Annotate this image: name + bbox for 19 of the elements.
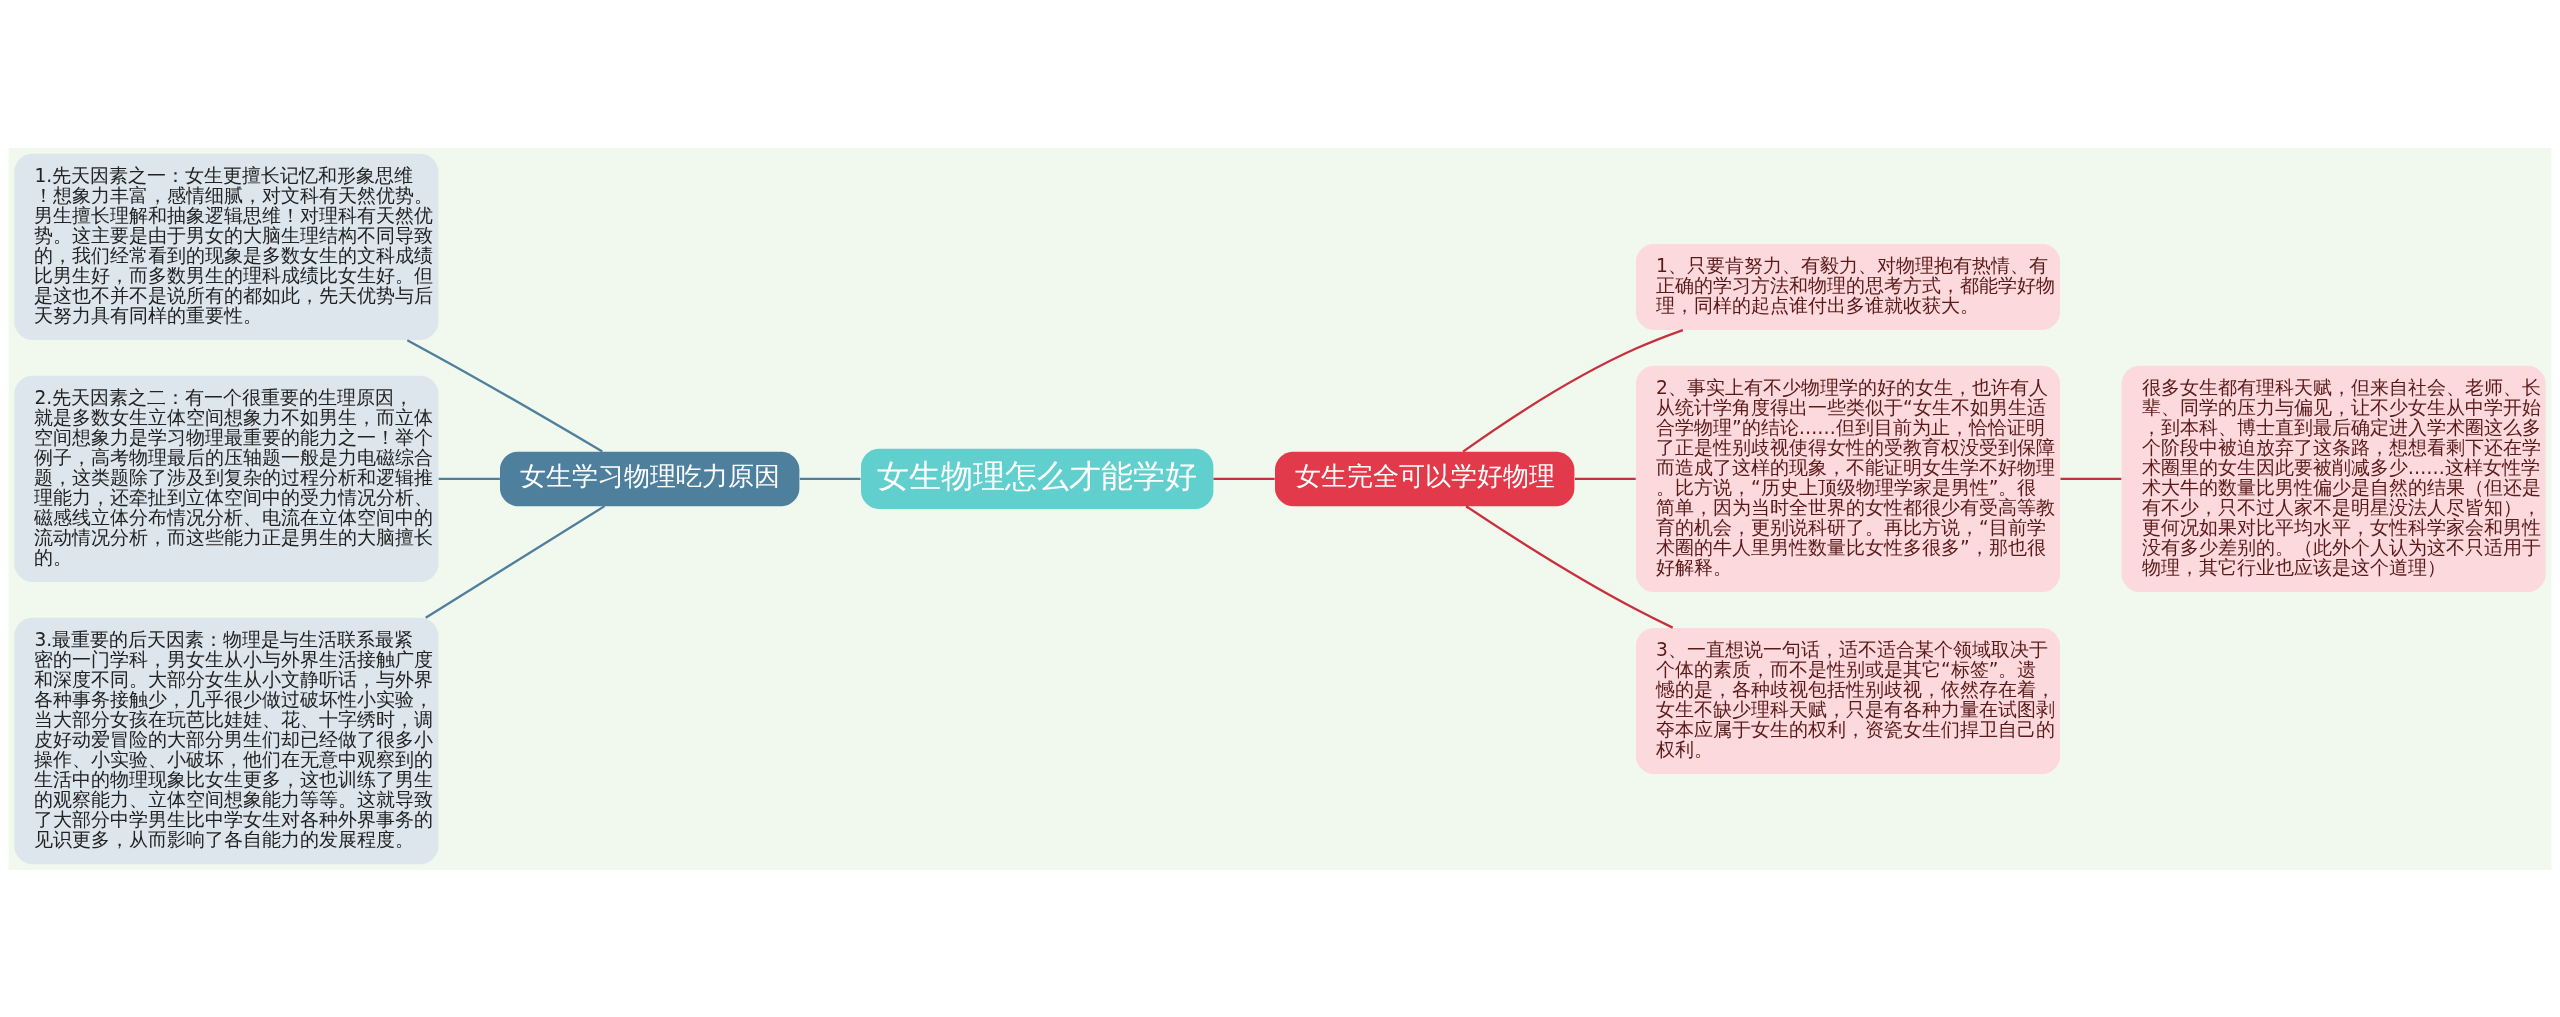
node-box: 女生学习物理吃力原因 <box>500 451 800 506</box>
connector <box>799 477 861 480</box>
connector <box>406 338 603 452</box>
node-box: 女生完全可以学好物理 <box>1275 451 1575 506</box>
connector <box>2060 477 2122 480</box>
node-box: 1、只要肯努力、有毅力、对物理抱有热情、有正确的学习方法和物理的思考方式，都能学好物理，同样的起点谁付出多谁就收获大。 <box>1636 243 2060 330</box>
node-box: 3.最重要的后天因素：物理是与生活联系最紧密的一门学科，男女生从小与外界生活接触广度和深度不同。大部分女生从小文静听话，与外界各种事务接触少，几乎很少做过破坏性小实验，当大部分女孩在玩芭比娃娃、花、十字绣时，调皮好动爱冒险的大部分男生们却已经做了很多小操作、小实验、小破坏，他们在无意中观察到的生活中的物理现象比女生更多，这也训练了男生的观察能力、立体空间想象能力等等。这就导致了大部分中学男生比中学女生对各种外界事务的见识更多，从而影响了各自能力的发展程度。 <box>14 617 439 864</box>
connector <box>1462 328 1684 453</box>
node-box: 很多女生都有理科天赋，但来自社会、老师、长辈、同学的压力与偏见，让不少女生从中学开始，到本科、博士直到最后确定进入学术圈这么多个阶段中被迫放弃了这条路，想想看剩下还在学术圈里的女生因此要被削减多少……这样女性学术大牛的数量比男性偏少是自然的结果（但还是有不少，只不过人家不是明星没法人尽皆知），更何况如果对比平均水平，女性科学家会和男性没有多少差别的。（此外个人认为这不只适用于物理，其它行业也应该是这个道理） <box>2121 365 2546 592</box>
connector <box>1574 477 1636 480</box>
node-box: 1.先天因素之一：女生更擅长记忆和形象思维！想象力丰富，感情细腻，对文科有天然优势。男生擅长理解和抽象逻辑思维！对理科有天然优势。这主要是由于男女的大脑生理结构不同导致的，我们经常看到的现象是多数女生的文科成绩比男生好，而多数男生的理科成绩比女生好。但是这也不并不是说所有的都如此，先天优势与后天努力具有同样的重要性。 <box>14 153 439 340</box>
node-box: 2.先天因素之二：有一个很重要的生理原因，就是多数女生立体空间想象力不如男生，而立体空间想象力是学习物理最重要的能力之一！举个例子，高考物理最后的压轴题一般是力电磁综合题，这类题除了涉及到复杂的过程分析和逻辑推理能力，还牵扯到立体空间中的受力情况分析、磁感线立体分布情况分析、电流在立体空间中的流动情况分析，而这些能力正是男生的大脑擅长的。 <box>14 375 439 582</box>
node-box: 女生物理怎么才能学好 <box>861 448 1214 509</box>
connector <box>438 477 500 480</box>
connector <box>1213 477 1275 480</box>
node-box: 3、一直想说一句话，适不适合某个领域取决于个体的素质，而不是性别或是其它“标签”。遗憾的是，各种歧视包括性别歧视，依然存在着，女生不缺少理科天赋，只是有各种力量在试图剥夺本应属于女生的权利，资瓷女生们捍卫自己的权利。 <box>1636 627 2060 774</box>
connector <box>1465 504 1674 629</box>
node-box: 2、事实上有不少物理学的好的女生，也许有人从统计学角度得出一些类似于“女生不如男生适合学物理”的结论……但到目前为止，恰恰证明了正是性别歧视使得女性的受教育权没受到保障而造成了这样的现象，不能证明女生学不好物理。比方说，“历史上顶级物理学家是男性”。很简单，因为当时全世界的女性都很少有受高等教育的机会，更别说科研了。再比方说，“目前学术圈的牛人里男性数量比女性多很多”，那也很好解释。 <box>1636 365 2060 592</box>
connector <box>425 504 606 619</box>
